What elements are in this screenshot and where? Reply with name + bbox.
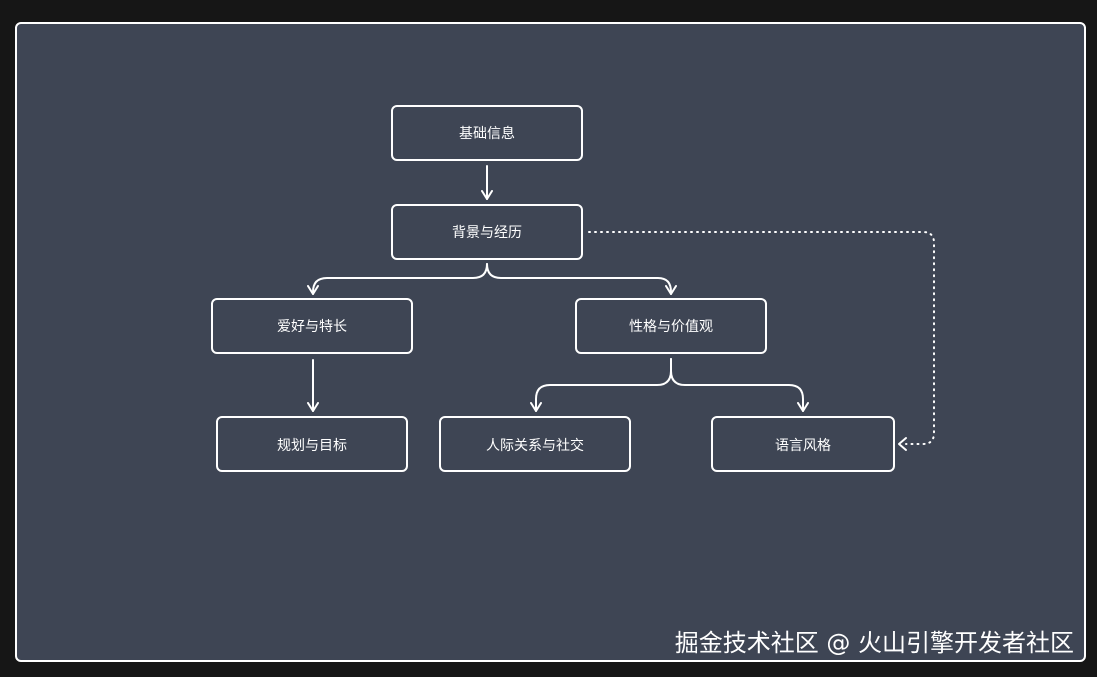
node-personality: 性格与价值观 [575, 298, 767, 354]
node-plans: 规划与目标 [216, 416, 408, 472]
node-basic-box [391, 105, 583, 161]
diagram-panel [15, 22, 1086, 662]
node-basic: 基础信息 [391, 105, 583, 161]
node-background: 背景与经历 [391, 204, 583, 260]
node-relations-label: 人际关系与社交 [486, 437, 584, 454]
node-hobbies: 爱好与特长 [211, 298, 413, 354]
node-relations-box [439, 416, 631, 472]
node-personality-label: 性格与价值观 [629, 319, 713, 335]
edges [307, 165, 935, 451]
edge-dotted-arrowhead [898, 437, 907, 451]
node-plans-box [216, 416, 408, 472]
watermark-text: 掘金技术社区 @ 火山引擎开发者社区 [675, 629, 1074, 657]
node-hobbies-label: 爱好与特长 [277, 319, 347, 335]
node-language: 语言风格 [711, 416, 895, 472]
node-personality-box [575, 298, 767, 354]
node-language-label: 语言风格 [775, 438, 831, 454]
node-background-box [391, 204, 583, 260]
edge-background-to-hobbies [307, 263, 488, 295]
node-language-box [711, 416, 895, 472]
edge-personality-to-relations [530, 358, 672, 412]
node-basic-label: 基础信息 [459, 125, 515, 142]
node-plans-label: 规划与目标 [277, 438, 347, 454]
node-background-label: 背景与经历 [452, 225, 522, 241]
node-relations: 人际关系与社交 [439, 416, 631, 472]
edge-background-to-personality [486, 263, 677, 295]
node-hobbies-box [211, 298, 413, 354]
edge-personality-to-language [670, 358, 809, 412]
